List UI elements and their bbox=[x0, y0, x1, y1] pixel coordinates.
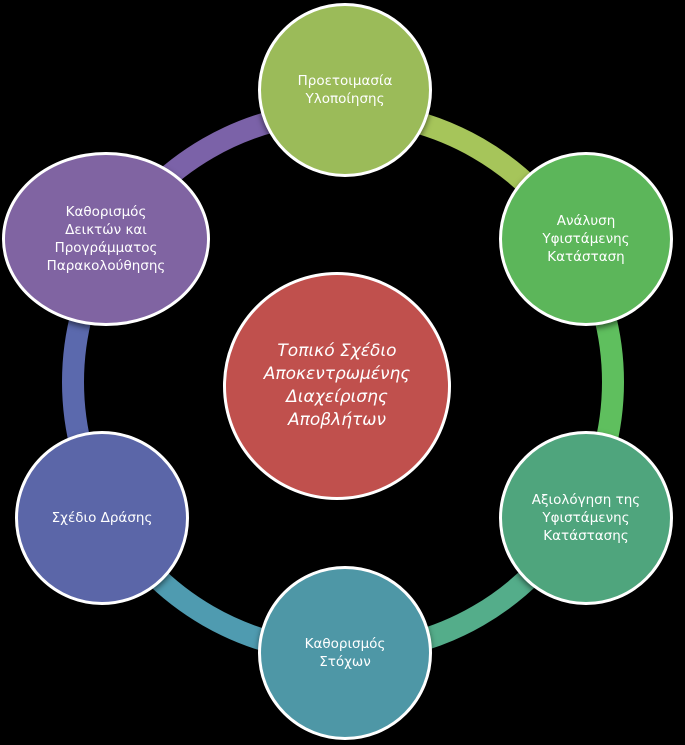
center-node: Τοπικό Σχέδιο Αποκεντρωμένης Διαχείρισης… bbox=[223, 272, 451, 500]
node-action-plan: Σχέδιο Δράσης bbox=[15, 431, 189, 605]
node-current-evaluation-label: Αξιολόγηση της Υφιστάμενης Κατάστασης bbox=[531, 492, 641, 544]
node-goals-label: Καθορισμός Στόχων bbox=[304, 636, 386, 670]
node-indicators-monitoring-label: Καθορισμός Δεικτών και Προγράμματος Παρα… bbox=[46, 204, 166, 274]
node-goals: Καθορισμός Στόχων bbox=[258, 566, 432, 740]
node-current-analysis: Ανάλυση Υφιστάμενης Κατάσταση bbox=[499, 152, 673, 326]
center-node-label: Τοπικό Σχέδιο Αποκεντρωμένης Διαχείρισης… bbox=[263, 341, 411, 430]
node-current-evaluation: Αξιολόγηση της Υφιστάμενης Κατάστασης bbox=[499, 431, 673, 605]
node-indicators-monitoring: Καθορισμός Δεικτών και Προγράμματος Παρα… bbox=[2, 152, 210, 326]
node-preparation-label: Προετοιμασία Υλοποίησης bbox=[297, 73, 393, 107]
node-current-analysis-label: Ανάλυση Υφιστάμενης Κατάσταση bbox=[542, 213, 630, 265]
node-preparation: Προετοιμασία Υλοποίησης bbox=[258, 3, 432, 177]
node-action-plan-label: Σχέδιο Δράσης bbox=[51, 510, 153, 526]
